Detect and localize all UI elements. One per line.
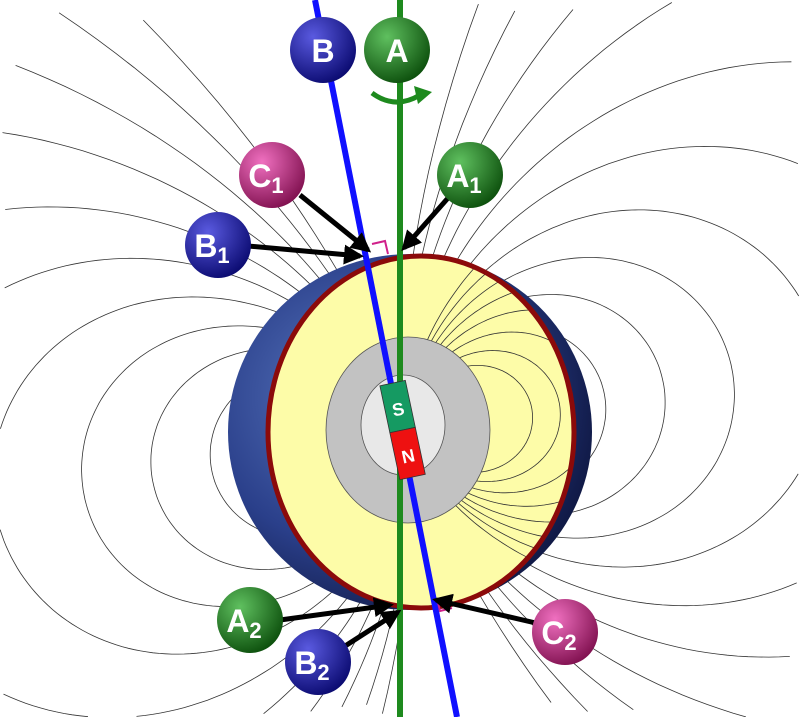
label-text: C1	[248, 158, 283, 198]
label-a1: A1	[437, 142, 503, 208]
label-text: B1	[194, 228, 229, 268]
label-ball	[285, 629, 351, 695]
label-ball	[532, 599, 598, 665]
label-text: A2	[226, 603, 261, 643]
label-text: B2	[294, 645, 329, 685]
bar-magnet: S N	[379, 379, 426, 481]
label-c1: C1	[239, 142, 305, 208]
label-ball	[217, 587, 283, 653]
pointer-arrows	[247, 193, 541, 651]
label-text: B	[311, 33, 334, 69]
rotation-arrow-icon	[370, 90, 422, 105]
crust-outline	[265, 253, 577, 611]
magnet-north	[389, 426, 426, 481]
label-a2: A2	[217, 587, 283, 653]
label-text: C2	[541, 615, 576, 655]
right-angle-marker-top	[371, 239, 389, 255]
rotation-arrowhead-icon	[414, 86, 432, 104]
magnet-south-label: S	[390, 398, 406, 420]
label-c2: C2	[532, 599, 598, 665]
label-ball	[185, 212, 251, 278]
label-text: A	[385, 33, 408, 69]
label-ball	[290, 17, 356, 83]
label-b1: B1	[185, 212, 251, 278]
label-ball	[437, 142, 503, 208]
label-a: A	[364, 17, 430, 83]
label-ball	[364, 17, 430, 83]
label-b: B	[290, 17, 356, 83]
label-text: A1	[446, 158, 481, 198]
magnet-north-label: N	[400, 445, 417, 467]
label-ball	[239, 142, 305, 208]
label-b2: B2	[285, 629, 351, 695]
